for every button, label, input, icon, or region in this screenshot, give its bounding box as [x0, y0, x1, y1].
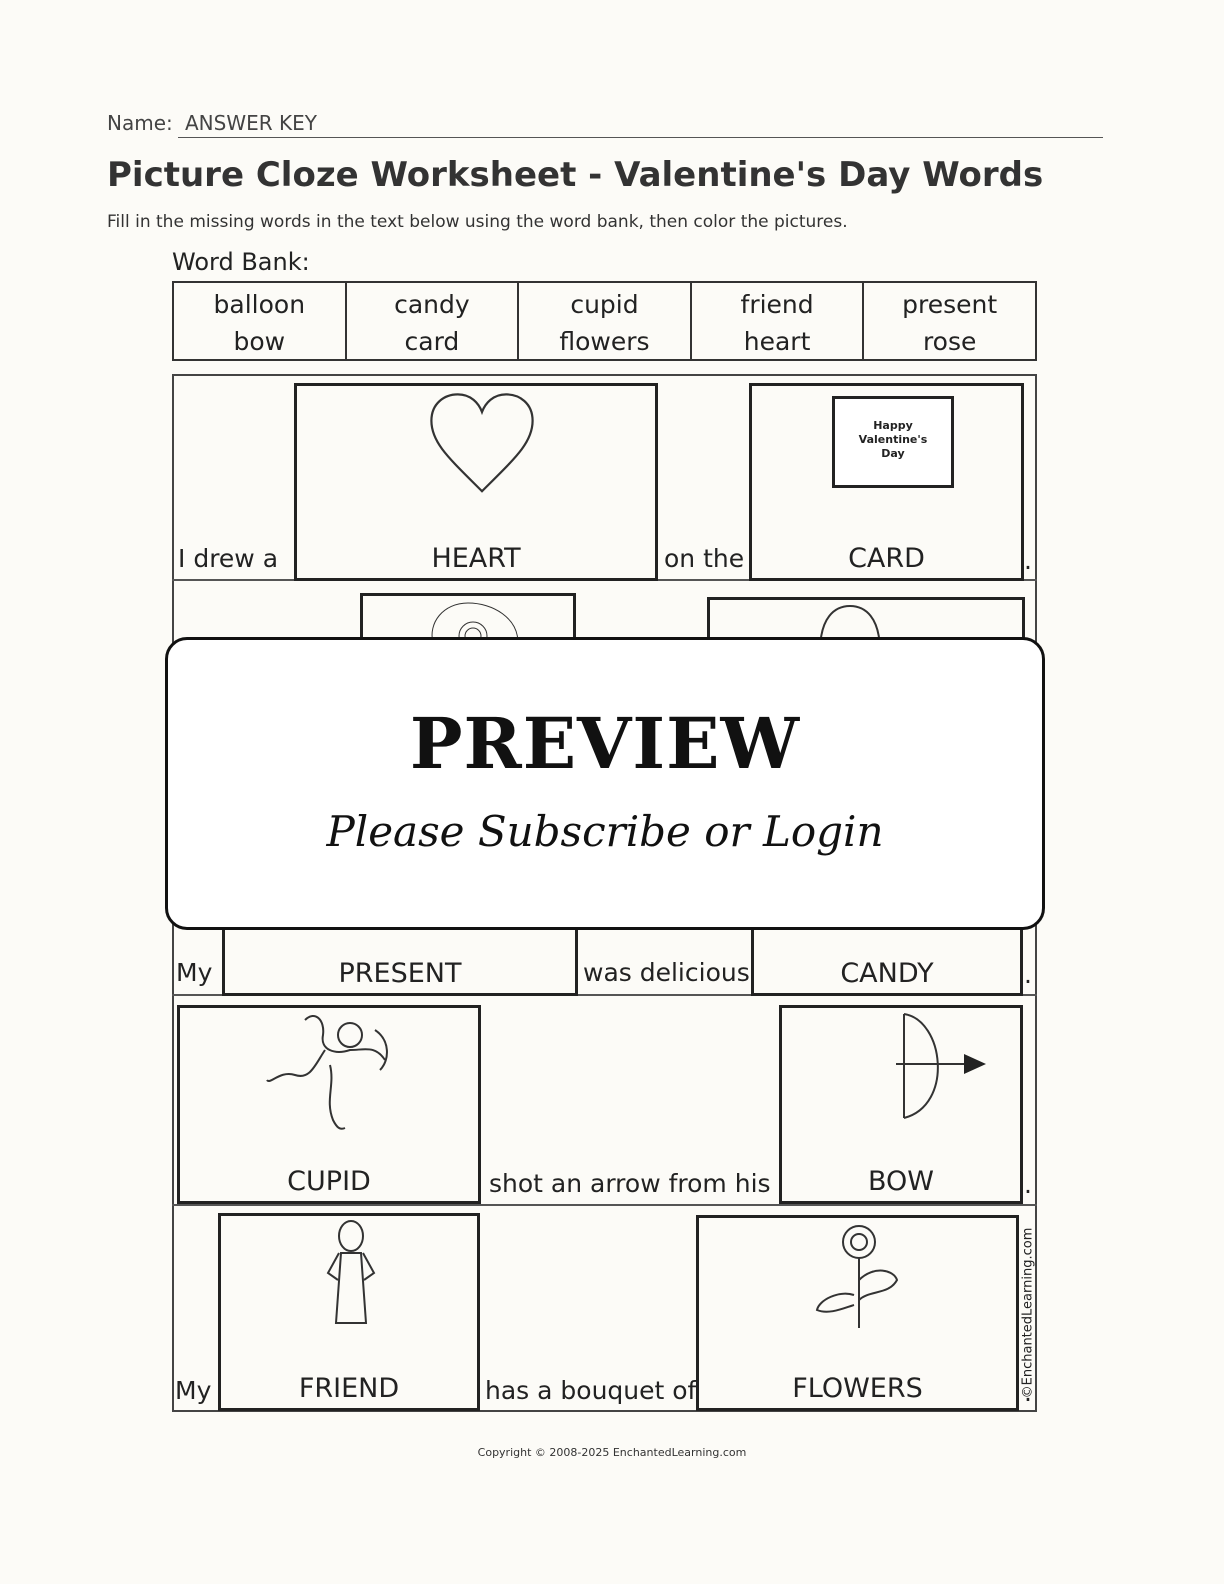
valentine-card-icon: Happy Valentine's Day	[832, 396, 954, 488]
rose-icon	[431, 602, 519, 648]
word: cupid	[570, 290, 639, 319]
picture-box-bow: BOW	[779, 1005, 1023, 1204]
answer-present: PRESENT	[338, 958, 462, 989]
cupid-icon	[266, 1015, 388, 1130]
friend-girl-icon	[326, 1220, 376, 1324]
answer-friend: FRIEND	[298, 1373, 400, 1404]
word: flowers	[559, 327, 650, 356]
page-title: Picture Cloze Worksheet - Valentine's Da…	[107, 155, 1044, 195]
sentence-text: I drew a	[178, 544, 279, 573]
side-credit-text: ©EnchantedLearning.com	[1020, 1227, 1036, 1398]
word-bank-cell: candy card	[347, 283, 520, 359]
card-text: Day	[881, 447, 905, 460]
sentence-text: has a bouquet of	[485, 1376, 697, 1405]
picture-box-present: PRESENT	[222, 926, 578, 996]
answer-candy: CANDY	[840, 958, 934, 989]
word: bow	[233, 327, 286, 356]
word-bank-cell: friend heart	[692, 283, 865, 359]
name-label: Name:	[107, 111, 173, 135]
sentence-text: on the	[664, 544, 745, 573]
answer-card: CARD	[848, 543, 925, 574]
word: friend	[740, 290, 814, 319]
subscribe-login-link[interactable]: Please Subscribe or Login	[326, 807, 884, 856]
word: candy	[394, 290, 470, 319]
word-bank-cell: present rose	[864, 283, 1035, 359]
row-divider	[172, 994, 1037, 996]
word-bank-table: balloon bow candy card cupid flowers friend…	[172, 281, 1037, 361]
word: heart	[743, 327, 811, 356]
card-text: Valentine's	[858, 433, 928, 446]
footer-copyright: Copyright © 2008-2025 EnchantedLearning.…	[477, 1446, 747, 1459]
bow-and-arrow-icon	[896, 1013, 986, 1119]
period: .	[1024, 1378, 1032, 1407]
answer-flowers: FLOWERS	[792, 1373, 923, 1404]
period: .	[1024, 1170, 1032, 1199]
answer-heart: HEART	[431, 543, 521, 574]
name-underline	[178, 137, 1103, 138]
word-bank-cell: cupid flowers	[519, 283, 692, 359]
card-text: Happy	[873, 419, 913, 432]
word: rose	[922, 327, 977, 356]
picture-box-candy: CANDY	[751, 926, 1023, 996]
word: present	[902, 290, 998, 319]
heart-icon	[430, 393, 534, 493]
period: .	[1024, 546, 1032, 575]
word: balloon	[213, 290, 306, 319]
word-bank-label: Word Bank:	[172, 248, 310, 276]
sentence-text: My	[175, 1376, 212, 1405]
preview-overlay[interactable]: PREVIEW Please Subscribe or Login	[165, 637, 1045, 930]
picture-box-cupid: CUPID	[177, 1005, 481, 1204]
picture-box-heart: HEART	[294, 383, 658, 581]
picture-box-flowers: FLOWERS	[696, 1215, 1019, 1411]
answer-bow: BOW	[868, 1166, 934, 1197]
sentence-text: shot an arrow from his	[489, 1169, 771, 1198]
preview-title: PREVIEW	[409, 702, 801, 785]
balloon-icon	[819, 604, 881, 652]
word-bank-cell: balloon bow	[174, 283, 347, 359]
picture-box-card: Happy Valentine's Day CARD	[749, 383, 1024, 581]
sentence-text: My	[176, 958, 213, 987]
sentence-text: was delicious	[583, 958, 750, 987]
picture-box-friend: FRIEND	[218, 1213, 480, 1411]
instructions: Fill in the missing words in the text be…	[107, 212, 848, 232]
name-value: ANSWER KEY	[185, 111, 317, 135]
row-divider	[172, 1204, 1037, 1206]
flowers-icon	[815, 1225, 899, 1328]
answer-cupid: CUPID	[287, 1166, 371, 1197]
word: card	[404, 327, 460, 356]
period: .	[1024, 960, 1032, 989]
